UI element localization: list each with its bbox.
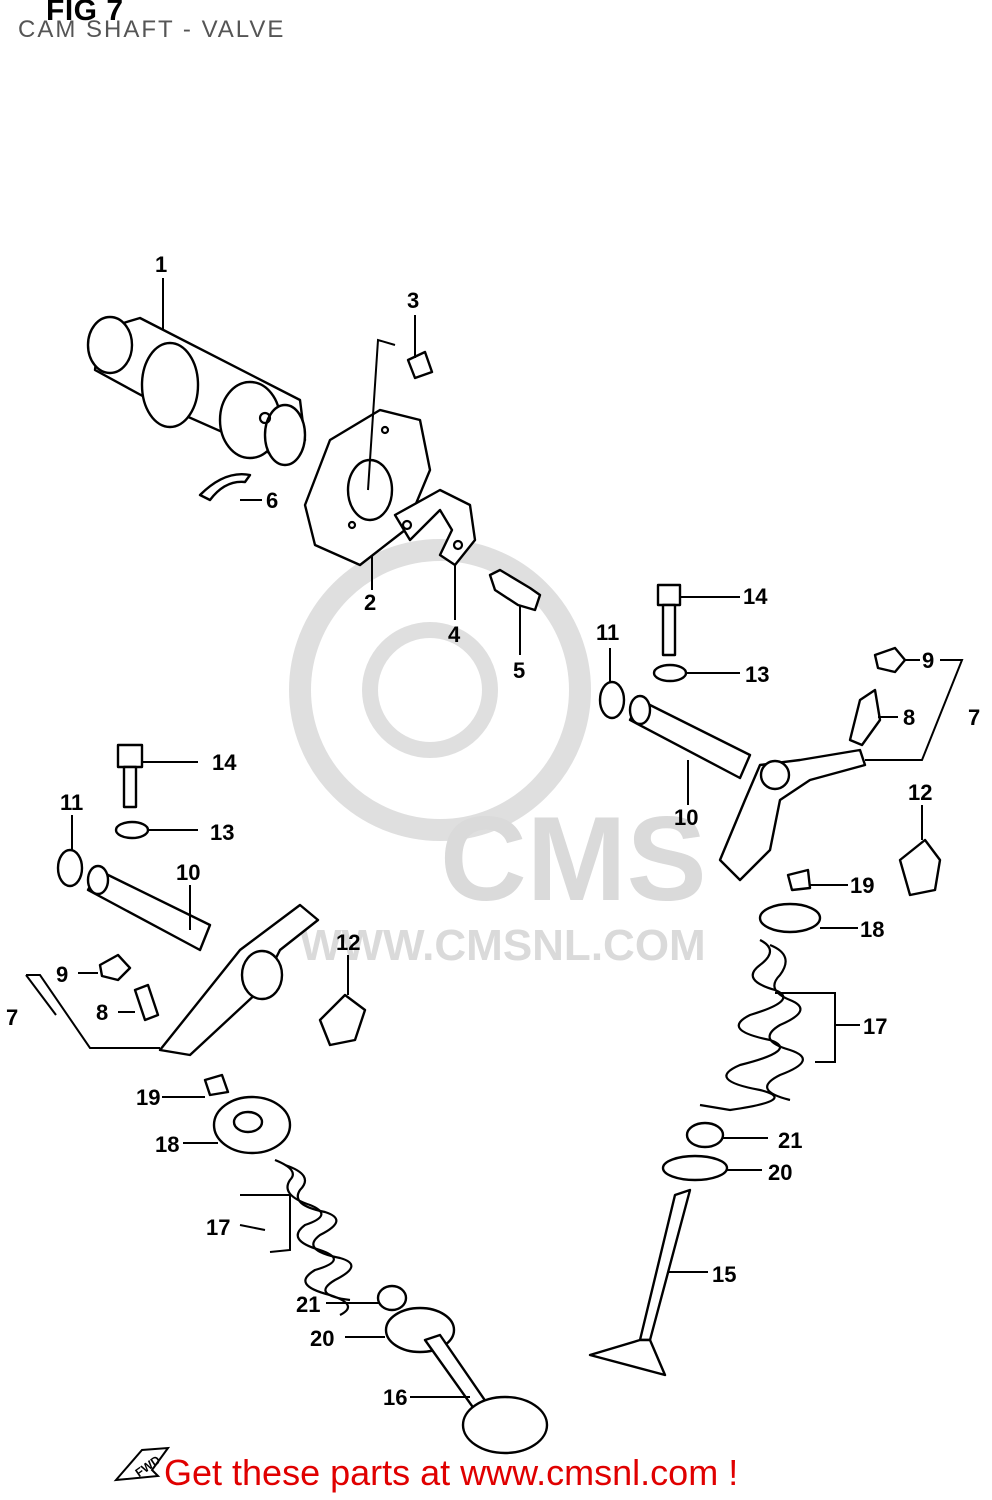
callout-2: 2 [364,590,376,615]
callout-21-left: 21 [296,1292,320,1317]
callout-13-right: 13 [745,662,769,687]
callout-4: 4 [448,622,461,647]
callout-labels: 1 3 6 2 4 5 14 13 11 9 8 7 10 12 19 18 1… [6,252,980,1410]
callout-12-left: 12 [336,930,360,955]
left-rocker-arm [158,903,320,1057]
right-adjust-nut [873,646,907,674]
intake-valve [423,1333,549,1455]
callout-11-left: 11 [60,790,83,815]
callout-20-right: 20 [768,1160,792,1185]
callout-21-right: 21 [778,1128,802,1153]
right-cotter [786,868,812,892]
right-valve-spring [699,939,804,1112]
right-spring-seat [661,1154,729,1182]
watermark-logo: CMS [440,792,707,926]
right-washer [652,663,688,683]
callout-17-left: 17 [206,1215,230,1240]
callout-13-left: 13 [210,820,234,845]
left-valve-cap [318,993,367,1047]
callout-19-left: 19 [136,1085,160,1110]
left-cotter [203,1073,230,1097]
callout-10-left: 10 [176,860,200,885]
callout-20-left: 20 [310,1326,334,1351]
right-adjust-screw [848,688,882,747]
left-valve-spring [274,1158,353,1316]
cam-pin [406,350,434,380]
cam-bolt [488,568,542,612]
callout-16: 16 [383,1385,407,1410]
left-oring [56,848,84,888]
callout-14-right: 14 [743,584,768,609]
right-seal [685,1121,725,1149]
figure-subtitle: CAM SHAFT - VALVE [18,16,286,43]
right-bolt [656,583,682,657]
figure-title: FIG 7 [46,0,124,27]
camshaft [86,315,307,467]
parts-banner-link[interactable]: Get these parts at www.cmsnl.com ! [164,1452,739,1493]
callout-8-left: 8 [96,1000,108,1025]
left-bolt [116,743,144,809]
callout-15: 15 [712,1262,736,1287]
right-rocker-arm [718,748,867,882]
cam-bracket [393,488,477,567]
callout-7-right: 7 [968,705,980,730]
left-retainer [212,1095,292,1155]
callout-1: 1 [155,252,167,277]
callout-7-left: 7 [6,1005,18,1030]
right-rocker-shaft [628,694,752,780]
callout-5: 5 [513,658,525,683]
left-adjust-nut [98,953,132,982]
clip [198,473,252,502]
callout-12-right: 12 [908,780,932,805]
callout-8-right: 8 [903,705,915,730]
leader-lines [25,278,964,1398]
callout-6: 6 [266,488,278,513]
right-oring [598,680,626,720]
callout-14-left: 14 [212,750,237,775]
callout-19-right: 19 [850,873,874,898]
left-seal [376,1284,408,1312]
callout-10-right: 10 [674,805,698,830]
left-washer [114,820,150,840]
right-retainer [758,902,822,934]
right-valve-cap [898,838,942,897]
callout-9-right: 9 [922,648,934,673]
callout-11-right: 11 [596,620,619,645]
fwd-arrow-icon: FWD [113,1446,171,1482]
callout-3: 3 [407,288,419,313]
watermark-url: WWW.CMSNL.COM [300,921,706,970]
callout-17-right: 17 [863,1014,887,1039]
exhaust-valve [588,1188,692,1377]
left-rocker-shaft [86,864,212,952]
callout-9-left: 9 [56,962,68,987]
watermark: CMS WWW.CMSNL.COM [289,539,707,970]
callout-18-right: 18 [860,917,884,942]
left-adjust-screw [133,983,160,1022]
callout-18-left: 18 [155,1132,179,1157]
